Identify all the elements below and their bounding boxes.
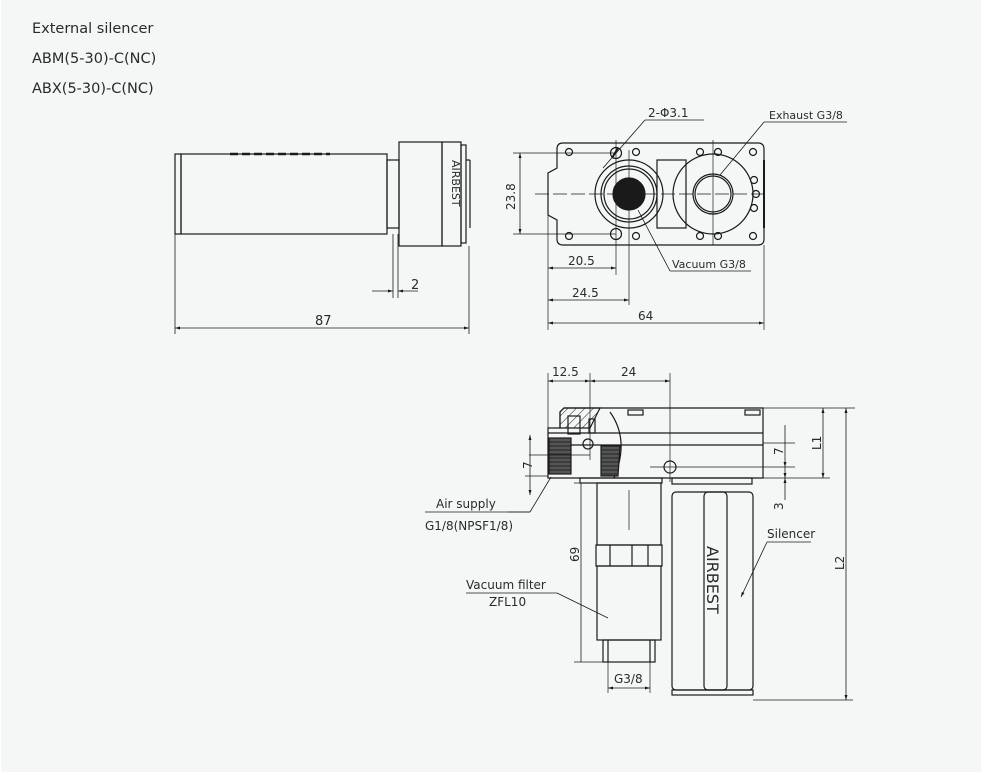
filter-thread-label: G3/8 — [614, 672, 643, 686]
dim-total-length: 87 — [315, 314, 332, 329]
side-view: AIRBEST 2 87 — [174, 141, 471, 334]
model-name-abm: ABM(5-30)-C(NC) — [32, 51, 157, 67]
air-supply-label: Air supply — [436, 497, 496, 511]
front-view: 2-Φ3.1 Exhaust G3/8 Vacuum G3/8 23.8 20.… — [504, 106, 847, 330]
side-view-brand: AIRBEST — [449, 160, 462, 207]
silencer-brand: AIRBEST — [703, 546, 722, 614]
dim-filter-length: 69 — [568, 547, 582, 562]
dim-bottom-gap: 3 — [772, 502, 786, 510]
dim-hole-offset: 20.5 — [568, 254, 595, 268]
dim-gap: 2 — [411, 278, 419, 293]
model-name-abx: ABX(5-30)-C(NC) — [32, 81, 154, 97]
vacuum-port-label: Vacuum G3/8 — [672, 258, 746, 271]
dim-port-height-left: 7 — [521, 461, 535, 469]
silencer-label: Silencer — [767, 527, 815, 541]
dim-l2: L2 — [833, 556, 847, 570]
air-supply-thread: G1/8(NPSF1/8) — [425, 519, 513, 533]
dim-width: 64 — [638, 309, 653, 323]
title-block: External silencer ABM(5-30)-C(NC) ABX(5-… — [32, 14, 156, 104]
drawing-title: External silencer — [32, 21, 154, 37]
exhaust-port-label: Exhaust G3/8 — [769, 109, 843, 122]
dim-port-height-right: 7 — [772, 447, 786, 455]
dim-center: 24 — [621, 365, 636, 379]
dim-l1: L1 — [810, 436, 824, 450]
vacuum-filter-model: ZFL10 — [489, 595, 526, 609]
vacuum-filter-label: Vacuum filter — [466, 578, 546, 592]
dim-left: 12.5 — [552, 365, 579, 379]
dim-vacuum-offset: 24.5 — [572, 286, 599, 300]
hole-spec-label: 2-Φ3.1 — [648, 106, 689, 120]
section-view: 12.5 24 7 — [425, 365, 855, 701]
dim-height: 23.8 — [504, 183, 518, 210]
